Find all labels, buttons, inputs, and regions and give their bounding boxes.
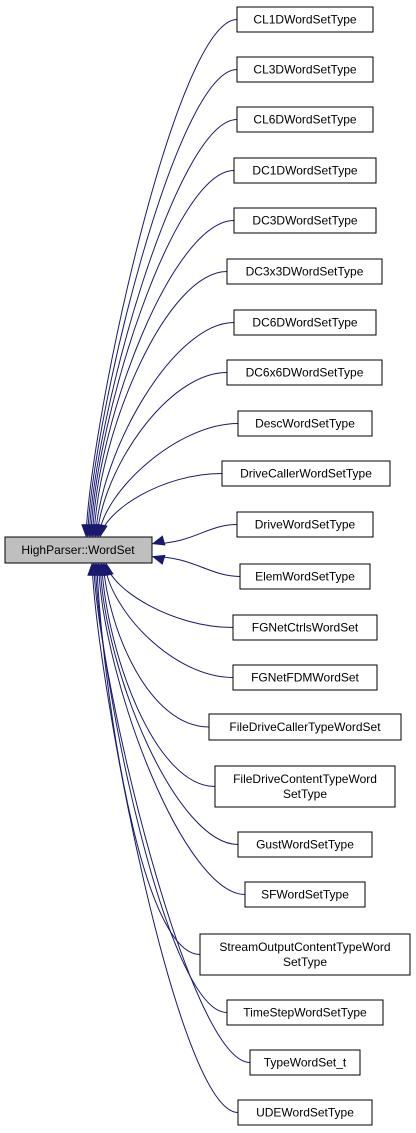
node-box (208, 713, 402, 741)
edge-timestep (94, 563, 228, 1013)
node-box (236, 56, 374, 83)
node-cl3d[interactable]: CL3DWordSetType (236, 56, 374, 83)
node-box (244, 881, 366, 908)
edge-dc6d (95, 322, 235, 537)
node-ude[interactable]: UDEWordSetType (237, 1099, 373, 1126)
node-sf[interactable]: SFWordSetType (244, 881, 366, 908)
node-dc1d[interactable]: DC1DWordSetType (233, 157, 377, 184)
edge-ude (91, 563, 239, 1113)
edge-drivecaller (99, 473, 223, 537)
edge-fgnetctrls (105, 563, 234, 628)
node-box (237, 410, 373, 437)
arrowhead-drivecaller (97, 523, 108, 538)
node-box (236, 106, 374, 133)
root-node-label: HighParser::WordSet (21, 543, 135, 557)
node-label: CL1DWordSetType (253, 13, 356, 27)
node-box (237, 831, 373, 858)
node-box (226, 258, 383, 285)
node-label: UDEWordSetType (256, 1106, 354, 1120)
node-dc6x6d[interactable]: DC6x6DWordSetType (226, 359, 383, 386)
edge-dc3d (91, 220, 235, 537)
node-gust[interactable]: GustWordSetType (237, 831, 373, 858)
node-label: DC1DWordSetType (252, 164, 357, 178)
node-label: SetType (283, 955, 327, 969)
edge-filedrivecontent (101, 563, 216, 787)
node-box (226, 359, 383, 386)
node-drivecaller[interactable]: DriveCallerWordSetType (221, 460, 391, 487)
node-box (233, 309, 377, 336)
edge-fgnetfdm (104, 563, 234, 678)
node-box (233, 157, 377, 184)
edge-elem (152, 556, 241, 577)
node-label: FGNetFDMWordSet (251, 671, 359, 685)
node-label: DC3x3DWordSetType (246, 265, 364, 279)
node-label: DriveWordSetType (255, 518, 356, 532)
node-typewordset[interactable]: TypeWordSet_t (249, 1049, 361, 1076)
node-label: DC6x6DWordSetType (246, 366, 364, 380)
arrowhead-drive (151, 535, 166, 546)
edge-cl6d (88, 119, 238, 537)
node-cl1d[interactable]: CL1DWordSetType (236, 6, 374, 33)
node-desc[interactable]: DescWordSetType (237, 410, 373, 437)
node-label: ElemWordSetType (255, 570, 355, 584)
node-dc3d[interactable]: DC3DWordSetType (233, 207, 377, 234)
node-box (214, 765, 396, 808)
node-box (226, 999, 384, 1026)
node-label: FileDriveCallerTypeWordSet (229, 720, 381, 734)
node-filedrivecaller[interactable]: FileDriveCallerTypeWordSet (208, 713, 402, 741)
edge-streamoutput (96, 563, 201, 955)
node-elem[interactable]: ElemWordSetType (239, 563, 371, 590)
edge-dc3x3d (93, 271, 228, 537)
nodes: CL1DWordSetTypeCL3DWordSetTypeCL6DWordSe… (199, 6, 411, 1126)
node-label: DC6DWordSetType (252, 316, 357, 330)
node-fgnetfdm[interactable]: FGNetFDMWordSet (232, 664, 378, 691)
node-box (221, 460, 391, 487)
arrowhead-elem (151, 554, 166, 565)
node-box (237, 1099, 373, 1126)
edge-cl3d (87, 69, 238, 537)
node-box (232, 664, 378, 691)
node-box (239, 563, 371, 590)
node-box (232, 614, 378, 641)
node-dc3x3d[interactable]: DC3x3DWordSetType (226, 258, 383, 285)
node-label: TimeStepWordSetType (243, 1006, 367, 1020)
node-label: TypeWordSet_t (264, 1056, 347, 1070)
edge-gust (99, 563, 239, 845)
root-node[interactable]: HighParser::WordSet (4, 536, 153, 564)
edge-dc6x6d (96, 372, 228, 537)
node-box (249, 1049, 361, 1076)
node-label: SFWordSetType (261, 888, 349, 902)
edge-cl1d (85, 19, 238, 537)
node-label: DescWordSetType (255, 417, 355, 431)
node-box (233, 207, 377, 234)
node-dc6d[interactable]: DC6DWordSetType (233, 309, 377, 336)
node-label: FileDriveContentTypeWord (233, 772, 377, 786)
edge-filedrivecaller (102, 563, 210, 728)
node-drive[interactable]: DriveWordSetType (236, 511, 374, 538)
edge-desc (98, 423, 239, 537)
node-label: DC3DWordSetType (252, 214, 357, 228)
node-box (236, 511, 374, 538)
node-timestep[interactable]: TimeStepWordSetType (226, 999, 384, 1026)
node-label: GustWordSetType (256, 838, 354, 852)
node-box (236, 6, 374, 33)
edges (81, 19, 251, 1113)
node-cl6d[interactable]: CL6DWordSetType (236, 106, 374, 133)
node-box (199, 933, 411, 976)
edge-dc1d (90, 170, 235, 537)
edge-typewordset (93, 563, 251, 1063)
node-label: FGNetCtrlsWordSet (252, 621, 359, 635)
edge-sf (97, 563, 246, 895)
node-label: SetType (283, 787, 327, 801)
node-fgnetctrls[interactable]: FGNetCtrlsWordSet (232, 614, 378, 641)
node-label: CL3DWordSetType (253, 63, 356, 77)
node-label: StreamOutputContentTypeWord (219, 940, 390, 954)
node-label: CL6DWordSetType (253, 113, 356, 127)
node-label: DriveCallerWordSetType (240, 467, 372, 481)
edge-drive (152, 524, 238, 545)
arrowhead-ude (87, 562, 98, 576)
